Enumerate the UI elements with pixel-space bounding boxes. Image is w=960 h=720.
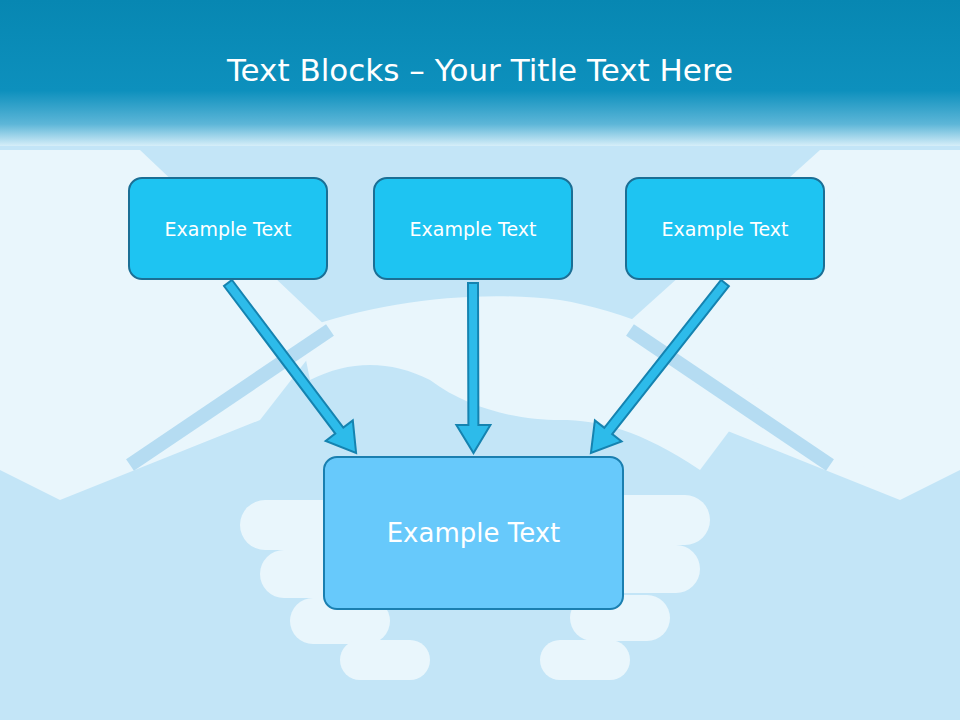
box-text: Example Text <box>652 218 799 240</box>
result-box: Example Text <box>323 456 624 610</box>
box-text: Example Text <box>377 518 571 548</box>
input-box: Example Text <box>373 177 573 280</box>
box-text: Example Text <box>155 218 302 240</box>
flow-arrow <box>591 280 729 453</box>
slide-title: Text Blocks – Your Title Text Here <box>0 52 960 88</box>
input-box: Example Text <box>625 177 825 280</box>
flow-arrow <box>456 283 490 453</box>
input-box: Example Text <box>128 177 328 280</box>
flow-arrow <box>224 280 356 453</box>
box-text: Example Text <box>400 218 547 240</box>
